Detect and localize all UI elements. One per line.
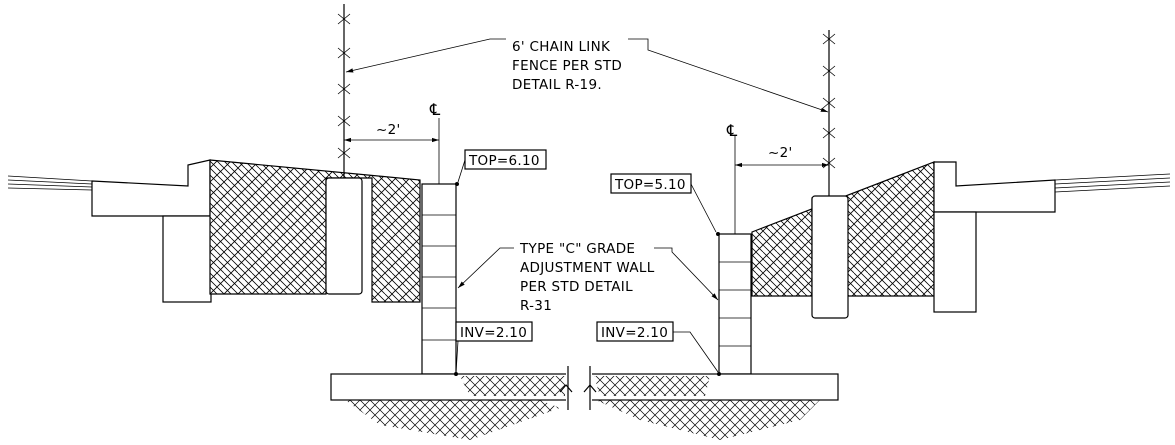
left-edge-lines [7, 175, 93, 191]
right-top-elevation: TOP=5.10 [610, 173, 720, 236]
left-fence [337, 4, 351, 178]
right-edge-lines [1054, 173, 1171, 193]
svg-text:6' CHAIN LINK: 6' CHAIN LINK [512, 39, 611, 55]
svg-text:~2': ~2' [376, 122, 401, 138]
svg-text:ADJUSTMENT WALL: ADJUSTMENT WALL [520, 260, 655, 276]
svg-text:TYPE "C" GRADE: TYPE "C" GRADE [519, 241, 635, 257]
right-fence-post-footing [811, 195, 849, 319]
svg-text:~2': ~2' [768, 145, 793, 161]
svg-text:PER STD DETAIL: PER STD DETAIL [520, 279, 633, 295]
right-slab [933, 161, 1056, 313]
wall-note: TYPE "C" GRADE ADJUSTMENT WALL PER STD D… [457, 241, 719, 314]
left-fence-post-footing [325, 177, 363, 295]
svg-text:INV=2.10: INV=2.10 [601, 325, 668, 341]
centerline-symbol-right: ℄ [726, 121, 738, 140]
svg-text:R-31: R-31 [520, 298, 552, 314]
left-slab [91, 159, 212, 303]
right-fence [822, 30, 836, 196]
right-grade-adjustment-wall [718, 233, 752, 375]
svg-text:DETAIL R-19.: DETAIL R-19. [512, 77, 602, 93]
fence-note: 6' CHAIN LINK FENCE PER STD DETAIL R-19. [345, 38, 829, 113]
ground-hatch [345, 376, 820, 440]
left-grade-adjustment-wall [421, 183, 457, 375]
svg-text:TOP=5.10: TOP=5.10 [614, 177, 686, 193]
right-offset-dimension: ~2' [735, 145, 829, 168]
left-offset-dimension: ~2' [344, 122, 439, 143]
centerline-symbol-left: ℄ [429, 100, 441, 119]
left-invert-elevation: INV=2.10 [454, 321, 533, 376]
channel-bottom-slab [330, 366, 839, 410]
svg-text:TOP=6.10: TOP=6.10 [468, 153, 540, 169]
svg-text:INV=2.10: INV=2.10 [460, 325, 527, 341]
right-invert-elevation: INV=2.10 [596, 321, 721, 376]
left-embankment [209, 159, 421, 303]
left-top-elevation: TOP=6.10 [455, 149, 547, 186]
svg-text:FENCE PER STD: FENCE PER STD [512, 58, 622, 74]
